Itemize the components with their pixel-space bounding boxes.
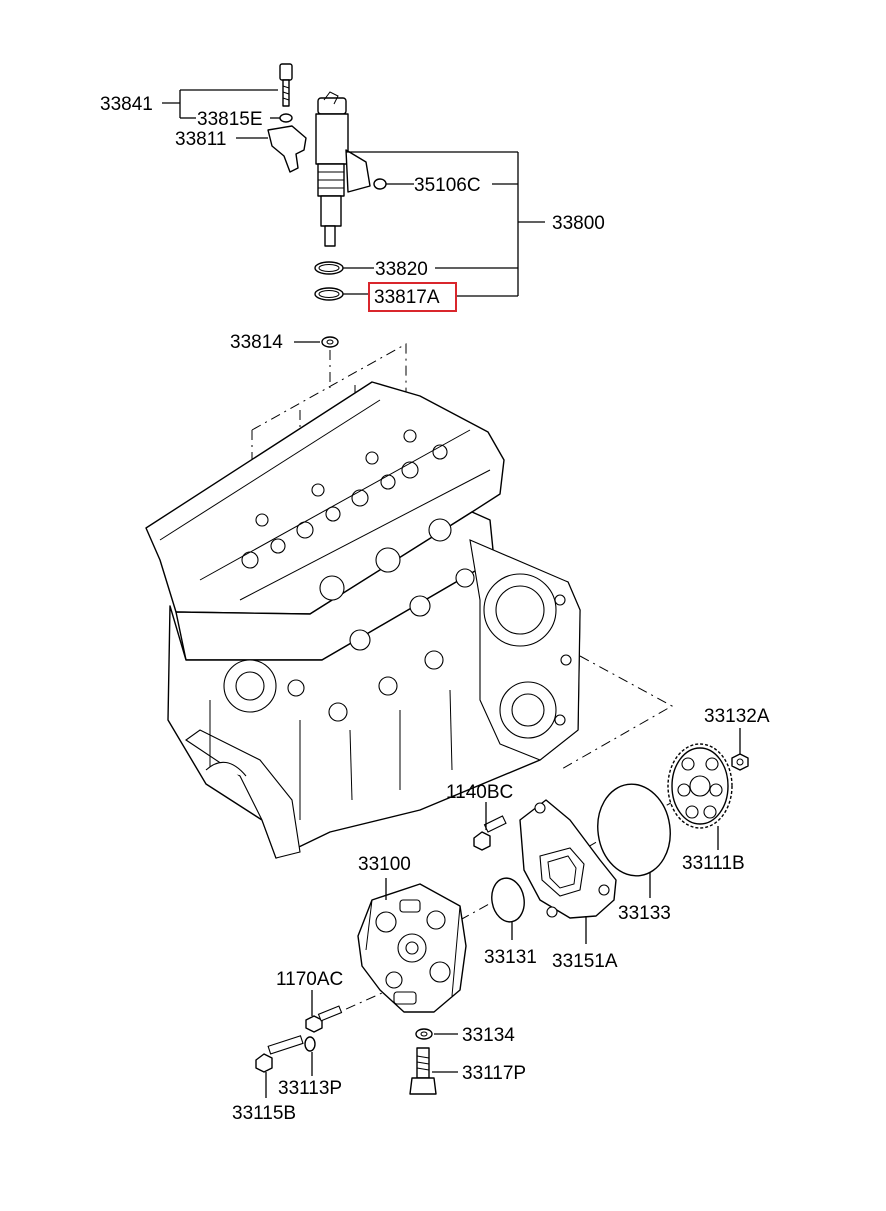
washer-33113P[interactable] <box>304 1036 316 1052</box>
label-33814[interactable]: 33814 <box>230 332 283 353</box>
part-labels: 33841 33815E 33811 35106C 33800 33820 33… <box>100 94 770 1124</box>
label-1140BC[interactable]: 1140BC <box>446 782 513 803</box>
engine-block[interactable] <box>145 381 581 859</box>
label-33134[interactable]: 33134 <box>462 1025 515 1046</box>
bolt-1140BC[interactable] <box>473 815 507 851</box>
label-33811[interactable]: 33811 <box>175 129 226 150</box>
injector-leaders <box>162 89 545 297</box>
bolt-33841[interactable] <box>279 63 293 107</box>
label-33100[interactable]: 33100 <box>358 854 411 875</box>
label-33820[interactable]: 33820 <box>375 259 428 280</box>
label-33133[interactable]: 33133 <box>618 903 671 924</box>
label-35106C[interactable]: 35106C <box>414 175 481 196</box>
washer-33815E[interactable] <box>279 113 293 123</box>
injector-assembly[interactable] <box>267 63 387 301</box>
stud-33117P[interactable] <box>409 1047 437 1095</box>
clamp-33811[interactable] <box>267 125 307 173</box>
highlight-box-33817A <box>368 282 457 312</box>
o-ring-35106C[interactable] <box>373 178 387 190</box>
bracket-33151A[interactable] <box>519 799 617 919</box>
nut-33132A[interactable] <box>731 753 749 771</box>
gasket-33133[interactable] <box>592 779 676 880</box>
sprocket-33111B[interactable] <box>667 743 733 829</box>
pump-33100[interactable] <box>357 883 467 1013</box>
block-details <box>205 573 572 820</box>
label-33117P[interactable]: 33117P <box>462 1063 526 1084</box>
o-ring-33131[interactable] <box>488 876 527 925</box>
bolt-33115B[interactable] <box>255 1035 304 1073</box>
label-33151A[interactable]: 33151A <box>552 951 618 972</box>
label-33113P[interactable]: 33113P <box>278 1078 342 1099</box>
label-33800[interactable]: 33800 <box>552 213 605 234</box>
washer-33814[interactable] <box>321 336 339 348</box>
label-33131[interactable]: 33131 <box>484 947 537 968</box>
washer-33134[interactable] <box>415 1028 433 1040</box>
label-33815E[interactable]: 33815E <box>197 109 263 130</box>
label-1170AC[interactable]: 1170AC <box>276 969 343 990</box>
label-33841[interactable]: 33841 <box>100 94 153 115</box>
label-33115B[interactable]: 33115B <box>232 1103 296 1124</box>
label-33132A[interactable]: 33132A <box>704 706 770 727</box>
injector-body[interactable] <box>315 91 371 247</box>
label-33817A[interactable]: 33817A <box>374 287 440 308</box>
label-33111B[interactable]: 33111B <box>682 853 745 874</box>
head-details <box>159 399 491 651</box>
bolt-1170AC[interactable] <box>305 1005 343 1033</box>
